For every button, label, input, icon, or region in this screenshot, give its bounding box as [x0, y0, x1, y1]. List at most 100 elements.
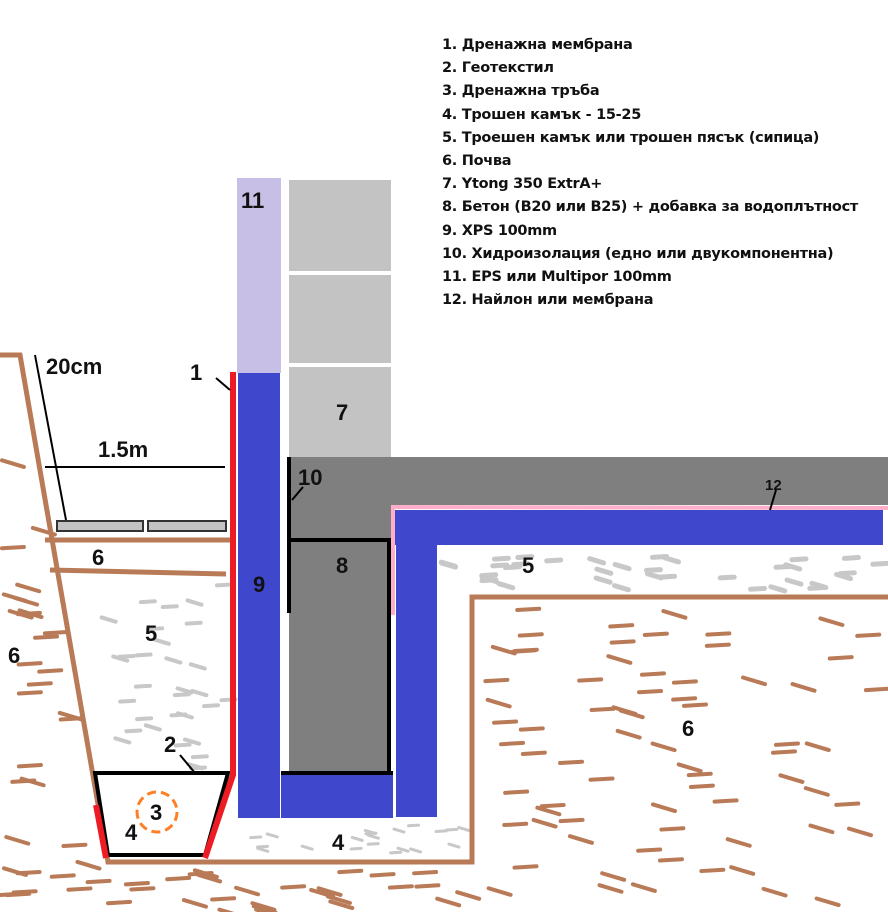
xps-footing-side	[396, 545, 437, 817]
label-6-right: 6	[682, 716, 694, 741]
label-11: 11	[241, 188, 264, 213]
soil-mark	[33, 634, 60, 640]
leader-1	[215, 377, 231, 391]
xps-footing-bottom	[281, 773, 393, 818]
soil-mark	[16, 763, 43, 769]
label-4: 4	[332, 830, 345, 855]
soil-mark	[517, 632, 544, 638]
ytong-block	[289, 275, 391, 363]
soil-mark	[778, 773, 805, 784]
soil-mark	[15, 869, 42, 876]
gravel-mark	[544, 557, 564, 564]
gravel-mark	[172, 692, 191, 698]
gravel-mark	[409, 847, 423, 854]
soil-mark	[741, 675, 768, 687]
soil-mark	[704, 642, 731, 648]
gravel-mark	[133, 683, 152, 689]
concrete-slab	[289, 457, 888, 505]
legend-item: 10. Хидроизолация (едно или двукомпонент…	[442, 245, 834, 262]
gravel-mark	[138, 599, 157, 605]
gravel-mark	[594, 566, 614, 576]
soil-mark	[827, 655, 854, 661]
soil-mark	[558, 759, 585, 766]
soil-mark	[814, 896, 841, 908]
label-10: 10	[298, 465, 322, 490]
legend-item: 12. Найлон или мембрана	[442, 292, 654, 309]
gravel-mark	[447, 842, 461, 849]
soil-mark	[637, 688, 664, 695]
label-7: 7	[336, 400, 348, 425]
soil-mark	[455, 890, 482, 901]
soil-mark	[15, 582, 42, 594]
soil-mark	[510, 648, 537, 654]
soil-mark	[387, 884, 414, 890]
soil-mark	[49, 873, 76, 879]
soil-mark	[636, 847, 663, 853]
soil-mark	[57, 710, 84, 722]
xps-wall-insulation	[238, 373, 280, 818]
soil-mark	[1, 592, 28, 603]
soil-mark	[328, 899, 355, 911]
drainage-membrane	[202, 372, 236, 859]
gravel-mark	[593, 575, 613, 585]
soil-mark	[483, 677, 510, 684]
soil-mark	[657, 857, 684, 863]
gravel-mark	[457, 825, 471, 832]
depth-label: 20cm	[46, 354, 102, 379]
soil-mark	[106, 899, 133, 906]
gravel-mark	[748, 585, 768, 592]
soil-mark	[804, 741, 831, 753]
gravel-mark	[185, 598, 204, 607]
gravel-mark	[366, 842, 380, 846]
label-9: 9	[253, 572, 265, 597]
soil-mark	[61, 842, 88, 849]
leader-2	[179, 754, 196, 774]
label-4-trench: 4	[125, 820, 138, 845]
soil-mark	[567, 834, 594, 845]
soil-mark	[234, 885, 261, 897]
gravel-mark	[366, 833, 380, 840]
soil-mark	[597, 883, 624, 894]
soil-mark	[502, 821, 529, 828]
gravel-mark	[363, 828, 377, 835]
soil-mark	[588, 776, 615, 782]
soil-mark	[435, 896, 462, 908]
soil-mark	[589, 706, 616, 713]
gravel-mark	[644, 571, 664, 581]
soil-mark	[671, 679, 698, 685]
soil-mark	[618, 708, 645, 720]
legend-item: 2. Геотекстил	[442, 60, 554, 77]
legend-item: 3. Дренажна тръба	[442, 83, 600, 100]
ytong-block	[289, 180, 391, 271]
gravel-mark	[439, 560, 459, 570]
soil-mark	[520, 750, 547, 756]
soil-mark	[196, 872, 223, 884]
gravel-mark	[188, 765, 207, 771]
legend: 1. Дренажна мембрана 2. Геотекстил 3. Др…	[442, 34, 858, 312]
gravel-mark	[612, 561, 632, 572]
soil-mark	[19, 776, 46, 788]
label-5: 5	[145, 621, 157, 646]
soil-mark	[808, 823, 835, 835]
soil-mark	[337, 868, 364, 875]
soil-mark	[615, 728, 642, 740]
drainage-membrane-left	[93, 804, 109, 859]
gravel-mark	[717, 574, 737, 581]
soil-mark	[659, 826, 686, 832]
soil-mark	[42, 630, 69, 636]
legend-item: 5. Троешен камък или трошен пясък (сипиц…	[442, 129, 820, 146]
soil-mark	[770, 749, 797, 755]
soil-mark	[661, 609, 688, 620]
soil-mark	[600, 871, 627, 882]
soil-mark	[539, 802, 566, 809]
soil-mark	[729, 865, 756, 876]
soil-mark	[210, 896, 237, 902]
soil-mark	[608, 623, 635, 629]
soil-mark	[512, 864, 539, 870]
drainage-pipe	[135, 790, 179, 834]
soil-mark	[650, 802, 677, 814]
label-12: 12	[765, 477, 782, 494]
soil-mark	[518, 726, 545, 732]
concrete-slab-inner	[289, 500, 393, 542]
